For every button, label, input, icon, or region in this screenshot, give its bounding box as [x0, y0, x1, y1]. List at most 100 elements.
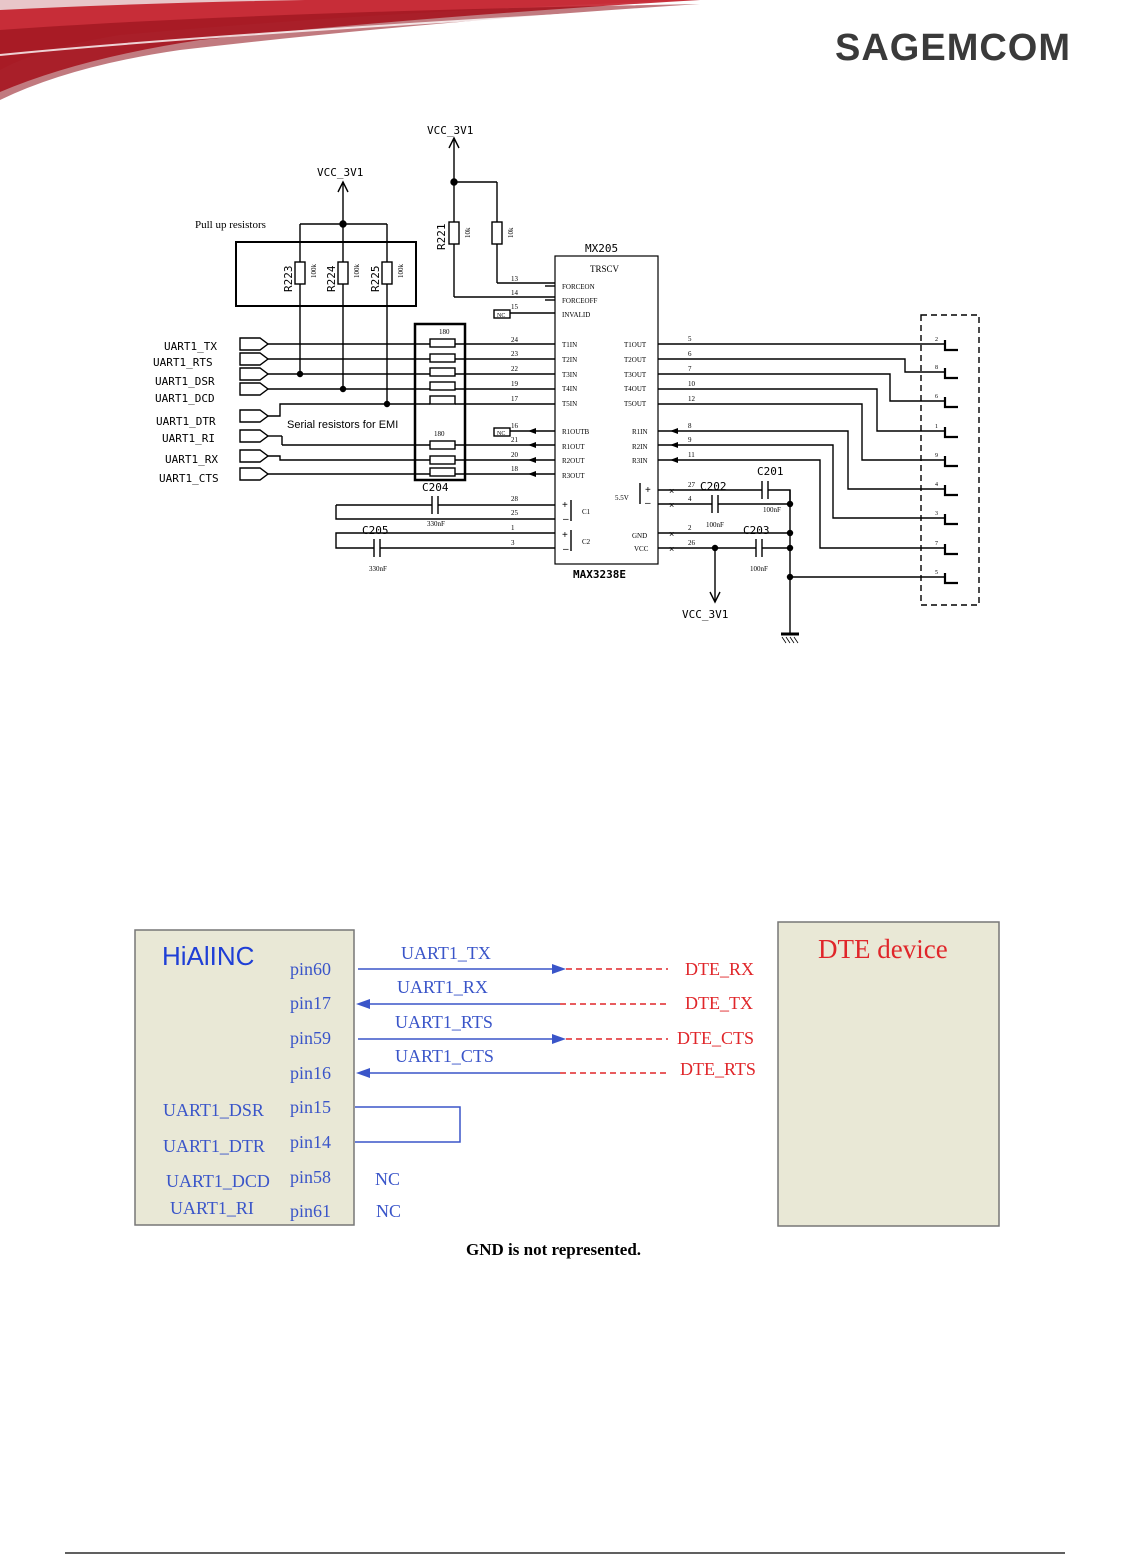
svg-text:5: 5 [935, 570, 938, 576]
svg-text:pin60: pin60 [290, 959, 331, 979]
svg-text:100k: 100k [353, 264, 361, 279]
svg-text:R1OUT: R1OUT [562, 443, 585, 451]
svg-text:8: 8 [688, 422, 692, 430]
svg-text:×: × [669, 544, 674, 554]
svg-text:3: 3 [511, 539, 515, 547]
vcc-top-label: VCC_3V1 [427, 124, 473, 137]
svg-text:R1IN: R1IN [632, 428, 648, 436]
svg-text:C203: C203 [743, 524, 770, 537]
svg-text:T1IN: T1IN [562, 341, 577, 349]
module-title: HiAlINC [162, 941, 254, 971]
svg-text:T3OUT: T3OUT [624, 371, 647, 379]
dte-title: DTE device [818, 934, 948, 964]
vcc-bottom-label: VCC_3V1 [682, 608, 728, 621]
svg-text:T4IN: T4IN [562, 385, 577, 393]
svg-text:100nF: 100nF [750, 565, 768, 573]
svg-text:C201: C201 [757, 465, 784, 478]
svg-text:NC: NC [497, 431, 505, 437]
svg-text:NC: NC [375, 1169, 400, 1189]
svg-text:TRSCV: TRSCV [590, 264, 620, 274]
svg-text:DTE_TX: DTE_TX [685, 993, 753, 1013]
schematic: VCC_3V1 R221 10k 10k VCC_3V1 Pull up res… [153, 124, 980, 644]
header-swoosh [0, 0, 701, 100]
svg-text:4: 4 [935, 482, 938, 488]
r223-resistor [294, 261, 306, 285]
svg-text:100nF: 100nF [763, 506, 781, 514]
svg-text:UART1_RI: UART1_RI [162, 432, 215, 445]
brand-logo: SAGEMCOM [835, 27, 1071, 69]
svg-text:180: 180 [434, 430, 445, 438]
svg-text:UART1_CTS: UART1_CTS [159, 472, 219, 485]
svg-text:8: 8 [935, 365, 938, 371]
svg-text:26: 26 [688, 539, 696, 547]
svg-text:C2: C2 [582, 538, 591, 546]
svg-text:15: 15 [511, 303, 519, 311]
dte-box [777, 921, 1000, 1227]
uart-ports: UART1_TX UART1_RTS UART1_DSR UART1_DCD U… [153, 337, 270, 485]
svg-text:6: 6 [688, 350, 692, 358]
serial-resistor-array [413, 322, 467, 482]
pullup-label: Pull up resistors [195, 219, 266, 231]
svg-text:UART1_RTS: UART1_RTS [395, 1012, 493, 1032]
svg-text:×: × [669, 486, 674, 496]
svg-text:pin14: pin14 [290, 1132, 331, 1152]
svg-text:R2OUT: R2OUT [562, 457, 585, 465]
svg-text:–: – [563, 514, 569, 525]
svg-text:UART1_DTR: UART1_DTR [163, 1136, 265, 1156]
svg-text:330nF: 330nF [369, 565, 387, 573]
svg-text:pin59: pin59 [290, 1028, 331, 1048]
db9-connector [920, 314, 980, 606]
svg-text:23: 23 [511, 350, 519, 358]
svg-text:UART1_DTR: UART1_DTR [156, 415, 216, 428]
svg-text:1: 1 [511, 524, 515, 532]
svg-text:R2IN: R2IN [632, 443, 648, 451]
svg-text:DTE_CTS: DTE_CTS [677, 1028, 754, 1048]
svg-text:100k: 100k [397, 264, 405, 279]
svg-text:UART1_DCD: UART1_DCD [155, 392, 215, 405]
svg-text:3: 3 [935, 511, 938, 517]
svg-text:2: 2 [935, 337, 938, 343]
wiring-note: GND is not represented. [466, 1240, 641, 1259]
svg-text:19: 19 [511, 380, 519, 388]
svg-text:×: × [669, 500, 674, 510]
svg-text:24: 24 [511, 336, 519, 344]
svg-text:22: 22 [511, 365, 519, 373]
svg-text:×: × [669, 529, 674, 539]
wiring-diagram: HiAlINC DTE device pin60 pin17 pin59 pin… [134, 921, 1000, 1259]
svg-text:GND: GND [632, 532, 647, 540]
svg-text:+: + [562, 530, 568, 541]
svg-text:28: 28 [511, 495, 519, 503]
svg-text:T2IN: T2IN [562, 356, 577, 364]
r221-label: R221 [435, 224, 448, 251]
svg-text:100k: 100k [310, 264, 318, 279]
svg-text:DTE_RTS: DTE_RTS [680, 1059, 756, 1079]
svg-text:T5OUT: T5OUT [624, 400, 647, 408]
vcc-left-label: VCC_3V1 [317, 166, 363, 179]
svg-text:12: 12 [688, 395, 696, 403]
svg-text:4: 4 [688, 495, 692, 503]
svg-text:R225: R225 [369, 266, 382, 293]
svg-text:21: 21 [511, 436, 519, 444]
svg-text:R224: R224 [325, 265, 338, 292]
svg-text:T3IN: T3IN [562, 371, 577, 379]
svg-text:UART1_TX: UART1_TX [164, 340, 217, 353]
svg-text:UART1_CTS: UART1_CTS [395, 1046, 494, 1066]
svg-text:UART1_DSR: UART1_DSR [155, 375, 215, 388]
svg-text:T4OUT: T4OUT [624, 385, 647, 393]
svg-text:11: 11 [688, 451, 695, 459]
svg-text:R3IN: R3IN [632, 457, 648, 465]
svg-text:9: 9 [688, 436, 692, 444]
svg-text:DTE_RX: DTE_RX [685, 959, 754, 979]
svg-text:pin58: pin58 [290, 1167, 331, 1187]
svg-text:T1OUT: T1OUT [624, 341, 647, 349]
r225-resistor [381, 261, 393, 285]
svg-text:20: 20 [511, 451, 519, 459]
svg-text:1: 1 [935, 424, 938, 430]
r-forceon-resistor [491, 221, 503, 245]
svg-text:R1OUTB: R1OUTB [562, 428, 590, 436]
serial-label: Serial resistors for EMI [287, 419, 398, 431]
svg-text:UART1_DCD: UART1_DCD [166, 1171, 270, 1191]
svg-text:10k: 10k [507, 227, 515, 238]
svg-text:UART1_RTS: UART1_RTS [153, 356, 213, 369]
